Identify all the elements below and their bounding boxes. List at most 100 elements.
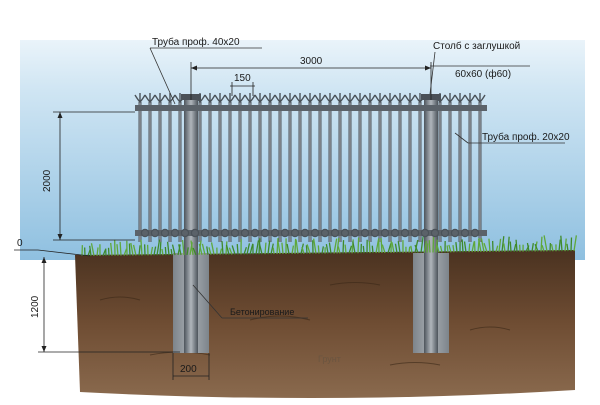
hole-dimension (172, 353, 210, 380)
picket (448, 102, 452, 242)
grass-blade (461, 239, 464, 253)
grass-blade (291, 245, 295, 255)
post-left (184, 98, 198, 353)
grass-blade (368, 240, 371, 254)
grass-blade (177, 244, 181, 256)
grass-blade (96, 247, 99, 256)
grass-blade (201, 243, 206, 255)
picket-finial (384, 93, 396, 103)
grass-blade (328, 242, 332, 254)
grass-blade (348, 245, 353, 254)
rail-ring (390, 228, 400, 238)
grass-blade (515, 239, 518, 252)
rail-ring (250, 228, 260, 238)
grass-blade (132, 244, 137, 256)
grass-blade (381, 244, 386, 254)
zero-mark (14, 249, 91, 257)
soil-label: Грунт (318, 354, 341, 364)
grass-blade (210, 242, 215, 255)
grass-blade (380, 238, 383, 254)
rail-ring (440, 228, 450, 238)
grass-blade (342, 240, 345, 254)
picket-finial (304, 93, 316, 103)
picket (198, 102, 202, 242)
grass-blade (312, 238, 317, 254)
grass-blade (414, 239, 419, 253)
grass-blade (219, 248, 223, 255)
grass-blade (495, 245, 499, 253)
hole-value: 200 (180, 364, 197, 375)
grass-blade (128, 243, 131, 256)
post-leader (429, 51, 530, 95)
grass-blade (89, 245, 92, 256)
fence-pickets (134, 93, 486, 242)
grass-blade (436, 243, 440, 253)
picket (238, 102, 242, 242)
grass-blade (301, 246, 305, 254)
depth-dimension (38, 257, 180, 353)
rail-ring (200, 228, 210, 238)
step-value: 150 (234, 73, 251, 84)
grass-blade (206, 246, 209, 255)
grass-blade (432, 236, 435, 253)
depth-value: 1200 (30, 295, 41, 318)
picket-finial (324, 93, 336, 103)
grass-blade (119, 241, 122, 256)
grass-blade (153, 246, 157, 256)
grass-blade (317, 245, 320, 254)
rail-ring (470, 228, 480, 238)
grass-blade (541, 245, 545, 252)
rail-ring (240, 228, 250, 238)
picket (248, 102, 252, 242)
grass-blade (258, 243, 263, 255)
grass-blade (264, 242, 267, 255)
rail-ring (230, 228, 240, 238)
pipe20-label: Труба проф. 20х20 (482, 131, 570, 143)
picket-finial (344, 93, 356, 103)
picket-finial (454, 93, 466, 103)
height-dimension (53, 111, 135, 241)
picket-finial (294, 93, 306, 103)
grass-blade (509, 241, 512, 252)
picket (208, 102, 212, 242)
rail-ring (360, 228, 370, 238)
picket (298, 102, 302, 242)
grass-blade (446, 245, 449, 253)
grass-blade (483, 242, 488, 253)
grass-blade (394, 243, 398, 253)
grass-blade (423, 240, 428, 253)
picket (228, 102, 232, 242)
grass-blade (513, 243, 517, 252)
grass-blade (397, 241, 401, 253)
rail-ring (190, 228, 200, 238)
grass-blade (272, 247, 275, 255)
picket (218, 102, 222, 242)
picket-finial (174, 93, 186, 103)
grass-blade (286, 243, 290, 255)
grass-blade (498, 238, 502, 252)
grass-blade (477, 238, 482, 253)
rail-ring (220, 228, 230, 238)
picket-finial (274, 93, 286, 103)
grass-blade (526, 242, 530, 252)
grass-blade (150, 246, 154, 256)
grass-blade (270, 243, 274, 255)
rail-ring (330, 228, 340, 238)
picket (178, 102, 182, 242)
grass-blade (156, 239, 161, 256)
height-value: 2000 (42, 169, 53, 192)
grass-blade (344, 244, 347, 254)
grass-blade (192, 247, 197, 256)
picket (398, 102, 402, 242)
picket (418, 102, 422, 242)
grass-blade (190, 240, 194, 255)
picket (458, 102, 462, 242)
grass-blade (306, 244, 311, 254)
grass-blade (276, 238, 279, 255)
grass-blade (116, 244, 119, 256)
white-right (585, 0, 600, 405)
grass-blade (246, 243, 251, 255)
picket-finial (414, 93, 426, 103)
picket-finial (144, 93, 156, 103)
